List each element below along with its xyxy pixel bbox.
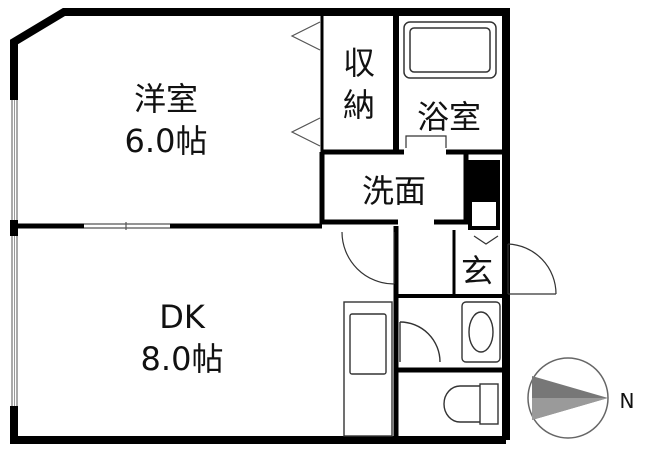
western-room-size: 6.0帖 <box>125 122 208 160</box>
washroom-label: 洗面 <box>362 172 426 210</box>
bathtub <box>403 21 497 79</box>
dk-room-size: 8.0帖 <box>141 340 224 378</box>
toilet <box>443 383 499 425</box>
compass-north-label: N <box>620 389 635 413</box>
dk-room-name: DK <box>159 298 206 336</box>
entrance-detail <box>473 235 499 245</box>
interior-walls <box>14 12 506 440</box>
western-room-name: 洋室 <box>134 80 198 118</box>
front-door-swing <box>507 243 557 295</box>
washroom-door-swing <box>341 231 395 285</box>
kitchen-counter <box>343 301 393 437</box>
bath-label: 浴室 <box>417 98 481 136</box>
bath-door <box>405 135 447 148</box>
storage-label-bottom: 納 <box>343 86 375 124</box>
entrance-label: 玄 <box>461 252 493 290</box>
storage-door-marks <box>290 21 321 147</box>
exterior-walls <box>10 8 510 444</box>
basin <box>399 301 501 363</box>
compass: N <box>527 357 635 439</box>
storage-label-top: 収 <box>343 44 375 82</box>
left-windows <box>10 100 19 406</box>
sliding-door <box>84 222 170 230</box>
